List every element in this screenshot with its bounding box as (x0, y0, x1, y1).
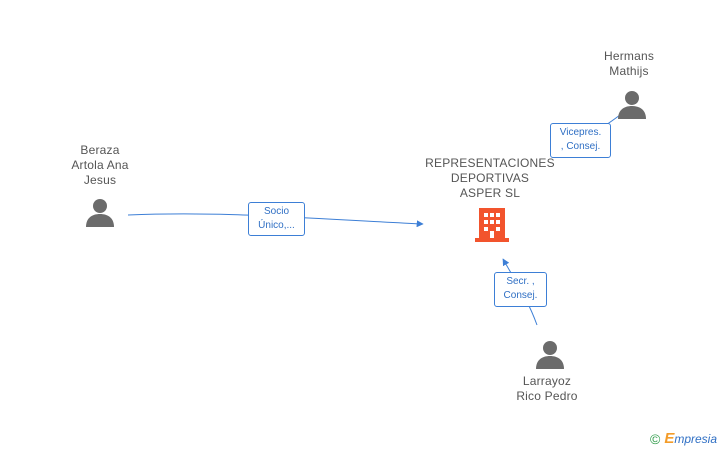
person-icon[interactable] (617, 89, 647, 119)
company-name-line: DEPORTIVAS (450, 171, 530, 185)
empresia-watermark[interactable]: © E mpresia (650, 430, 717, 447)
person-name-line: Hermans (603, 49, 655, 63)
person-icon[interactable] (85, 197, 115, 227)
person-name-hermans[interactable]: Hermans Mathijs (584, 49, 674, 79)
role-line: Consej. (503, 290, 538, 301)
role-line: Secr. , (506, 276, 535, 287)
person-name-line: Rico Pedro (516, 389, 578, 403)
role-line: Socio (263, 206, 289, 217)
role-badge-hermans[interactable]: Vicepres. , Consej. (550, 123, 611, 158)
person-icon[interactable] (535, 339, 565, 369)
person-name-line: Larrayoz (522, 374, 572, 388)
person-name-beraza[interactable]: Beraza Artola Ana Jesus (55, 143, 145, 188)
person-name-line: Jesus (83, 173, 117, 187)
brand-name: mpresia (674, 431, 718, 446)
company-name[interactable]: REPRESENTACIONES DEPORTIVAS ASPER SL (410, 156, 570, 201)
person-name-line: Artola Ana (71, 158, 129, 172)
copyright-icon: © (650, 430, 661, 447)
brand-logo-e: E (664, 430, 675, 447)
role-badge-beraza[interactable]: Socio Único,... (248, 202, 305, 236)
person-name-line: Beraza (80, 143, 120, 157)
person-name-larrayoz[interactable]: Larrayoz Rico Pedro (502, 374, 592, 404)
role-line: Único,... (258, 220, 295, 231)
role-badge-larrayoz[interactable]: Secr. , Consej. (494, 272, 547, 307)
building-icon[interactable] (475, 206, 509, 242)
person-name-line: Mathijs (609, 64, 649, 78)
role-line: Vicepres. (559, 127, 602, 138)
role-line: , Consej. (560, 141, 601, 152)
company-name-line: ASPER SL (459, 186, 521, 200)
company-name-line: REPRESENTACIONES (425, 156, 555, 170)
